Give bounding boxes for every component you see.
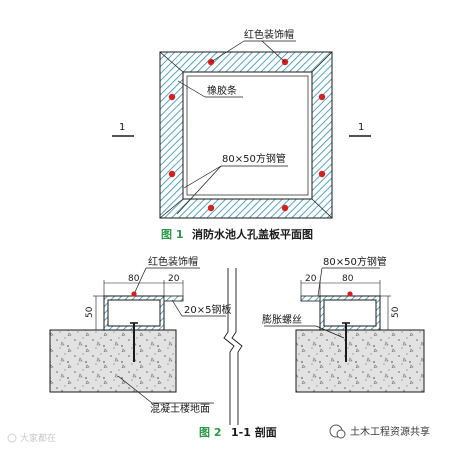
red-cap-dot <box>207 204 215 212</box>
leader-line <box>176 165 222 215</box>
red-cap-dot <box>281 204 289 212</box>
red-cap-dot <box>318 93 326 101</box>
figure1-caption-title: 消防水池人孔盖板平面图 <box>192 227 313 241</box>
steel-plate <box>300 295 321 302</box>
leader-line <box>177 80 206 98</box>
leader-line <box>117 375 153 404</box>
red-cap-dot <box>347 291 353 297</box>
watermark-right-text: 土木工程资源共享 <box>350 425 430 438</box>
leader-line <box>210 40 245 63</box>
leader-line <box>171 299 183 317</box>
steel-plate <box>163 295 184 302</box>
section-right: 20 80 50 80×50方钢管 膨胀螺丝 <box>262 255 425 393</box>
square-steel-tube <box>103 295 165 331</box>
label-steel-plate: 20×5钢板 <box>184 303 231 316</box>
label-red-cap: 红色装饰帽 <box>244 28 294 41</box>
label-concrete: 混凝土楼地面 <box>150 402 210 415</box>
watermark-right: 土木工程资源共享 <box>329 424 430 439</box>
concrete-slab <box>295 329 425 393</box>
watermark-left-text: 大家都在 <box>20 432 56 444</box>
wechat-logo-icon-inner <box>336 429 346 439</box>
label-red-cap-left: 红色装饰帽 <box>148 255 198 268</box>
miter-line <box>311 198 333 219</box>
red-cap-dot <box>168 93 176 101</box>
cover-panel <box>182 71 313 200</box>
figure2-section: 80 20 50 红色装饰帽 20×5钢板 混凝土楼地面 <box>49 255 425 439</box>
label-steel-tube-right: 80×50方钢管 <box>323 255 387 268</box>
leader-line <box>183 165 222 189</box>
miter-line <box>159 198 184 219</box>
leader-line <box>134 267 147 293</box>
cover-panel-inner-line <box>186 75 309 196</box>
label-bolt: 膨胀螺丝 <box>262 313 302 326</box>
red-caps <box>168 58 326 212</box>
figure2-caption-title: 1-1 剖面 <box>231 425 277 439</box>
dim-80: 80 <box>128 274 140 284</box>
leader-line <box>261 40 286 63</box>
square-steel-tube <box>319 295 381 331</box>
concrete-slab <box>49 329 177 393</box>
leader-line <box>317 267 323 297</box>
red-cap-dot <box>168 170 176 178</box>
watermark-logo-icon <box>7 433 17 443</box>
section-left: 80 20 50 红色装饰帽 20×5钢板 混凝土楼地面 <box>49 255 231 415</box>
watermark-left: 大家都在 <box>7 432 56 444</box>
miter-line <box>311 51 333 73</box>
figure1-plan: 红色装饰帽 橡胶条 80×50方钢管 1 1 图 1 消防水池人孔盖板平面图 <box>112 28 371 241</box>
dim-50: 50 <box>85 306 95 318</box>
leader-line <box>315 325 345 339</box>
miter-line <box>159 51 184 73</box>
section-mark-left-label: 1 <box>119 122 125 133</box>
dim-20: 20 <box>305 274 317 284</box>
red-cap-dot <box>318 170 326 178</box>
label-rubber-strip: 橡胶条 <box>207 84 237 97</box>
dim-50: 50 <box>391 306 401 318</box>
figure1-caption-number: 图 1 <box>161 228 183 241</box>
dim-80: 80 <box>342 274 354 284</box>
red-cap-dot <box>131 291 137 297</box>
section-mark-right-label: 1 <box>358 122 364 133</box>
figure2-caption-number: 图 2 <box>199 426 221 439</box>
break-line <box>223 268 235 425</box>
label-steel-tube: 80×50方钢管 <box>222 152 286 165</box>
dim-20: 20 <box>168 274 180 284</box>
break-line <box>231 268 243 425</box>
